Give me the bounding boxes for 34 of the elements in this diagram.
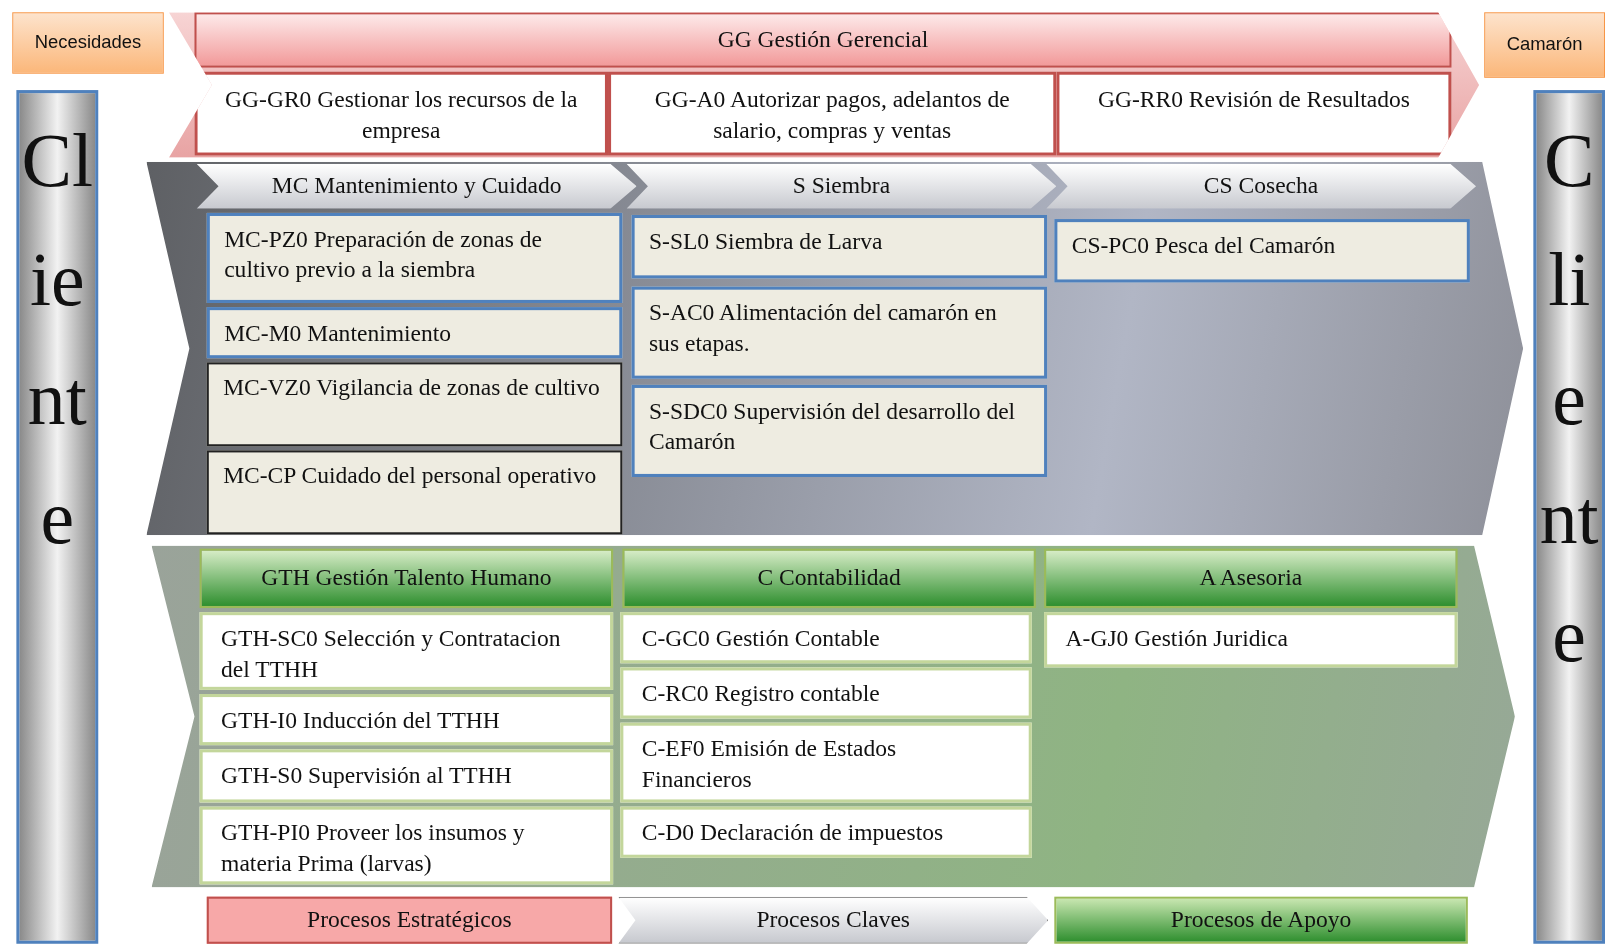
activity-box: GG-GR0 Gestionar los recursos de la empresa bbox=[194, 71, 608, 156]
process-header: C Contabilidad bbox=[622, 548, 1036, 608]
category-box: Procesos Estratégicos bbox=[206, 896, 613, 944]
activity-box: C-D0 Declaración de impuestos bbox=[620, 806, 1032, 858]
category-box: Procesos de Apoyo bbox=[1054, 896, 1468, 944]
activity-box: S-SDC0 Supervisión del desarrollo del Camarón bbox=[631, 384, 1048, 477]
process-header: S Siembra bbox=[626, 163, 1057, 209]
process-header: MC Mantenimiento y Cuidado bbox=[196, 163, 637, 209]
activity-box: A-GJ0 Gestión Juridica bbox=[1044, 612, 1458, 668]
activity-box: MC-PZ0 Preparación de zonas de cultivo previo a la siembra bbox=[206, 212, 623, 303]
category-box: Procesos Claves bbox=[618, 896, 1049, 944]
client-bar: Cliente bbox=[16, 90, 99, 944]
activity-box: MC-VZ0 Vigilancia de zonas de cultivo bbox=[206, 362, 623, 447]
activity-box: S-AC0 Alimentación del camarón en sus etapas. bbox=[631, 286, 1048, 379]
activity-box: C-GC0 Gestión Contable bbox=[620, 612, 1032, 664]
activity-box: C-RC0 Registro contable bbox=[620, 667, 1032, 719]
process-header: A Asesoria bbox=[1044, 548, 1458, 608]
client-bar: Cliente bbox=[1533, 90, 1605, 944]
activity-box: GTH-I0 Inducción del TTHH bbox=[199, 694, 614, 746]
activity-box: GG-RR0 Revisión de Resultados bbox=[1056, 71, 1452, 156]
tag-box: Necesidades bbox=[12, 12, 164, 74]
activity-box: MC-CP Cuidado del personal operativo bbox=[206, 450, 623, 535]
activity-box: GTH-PI0 Proveer los insumos y materia Prima (larvas) bbox=[199, 806, 614, 885]
activity-box: C-EF0 Emisión de Estados Financieros bbox=[620, 722, 1032, 803]
activity-box: GG-A0 Autorizar pagos, adelantos de salario, compras y ventas bbox=[608, 71, 1057, 156]
process-header: CS Cosecha bbox=[1046, 163, 1477, 209]
process-header: GG Gestión Gerencial bbox=[194, 12, 1452, 68]
activity-box: MC-M0 Mantenimiento bbox=[206, 307, 623, 359]
tag-box: Camarón bbox=[1484, 12, 1605, 78]
activity-box: GTH-SC0 Selección y Contratacion del TTHH bbox=[199, 612, 614, 690]
process-header: GTH Gestión Talento Humano bbox=[199, 548, 614, 608]
activity-box: S-SL0 Siembra de Larva bbox=[631, 214, 1048, 279]
activity-box: CS-PC0 Pesca del Camarón bbox=[1054, 219, 1470, 283]
activity-box: GTH-S0 Supervisión al TTHH bbox=[199, 749, 614, 803]
